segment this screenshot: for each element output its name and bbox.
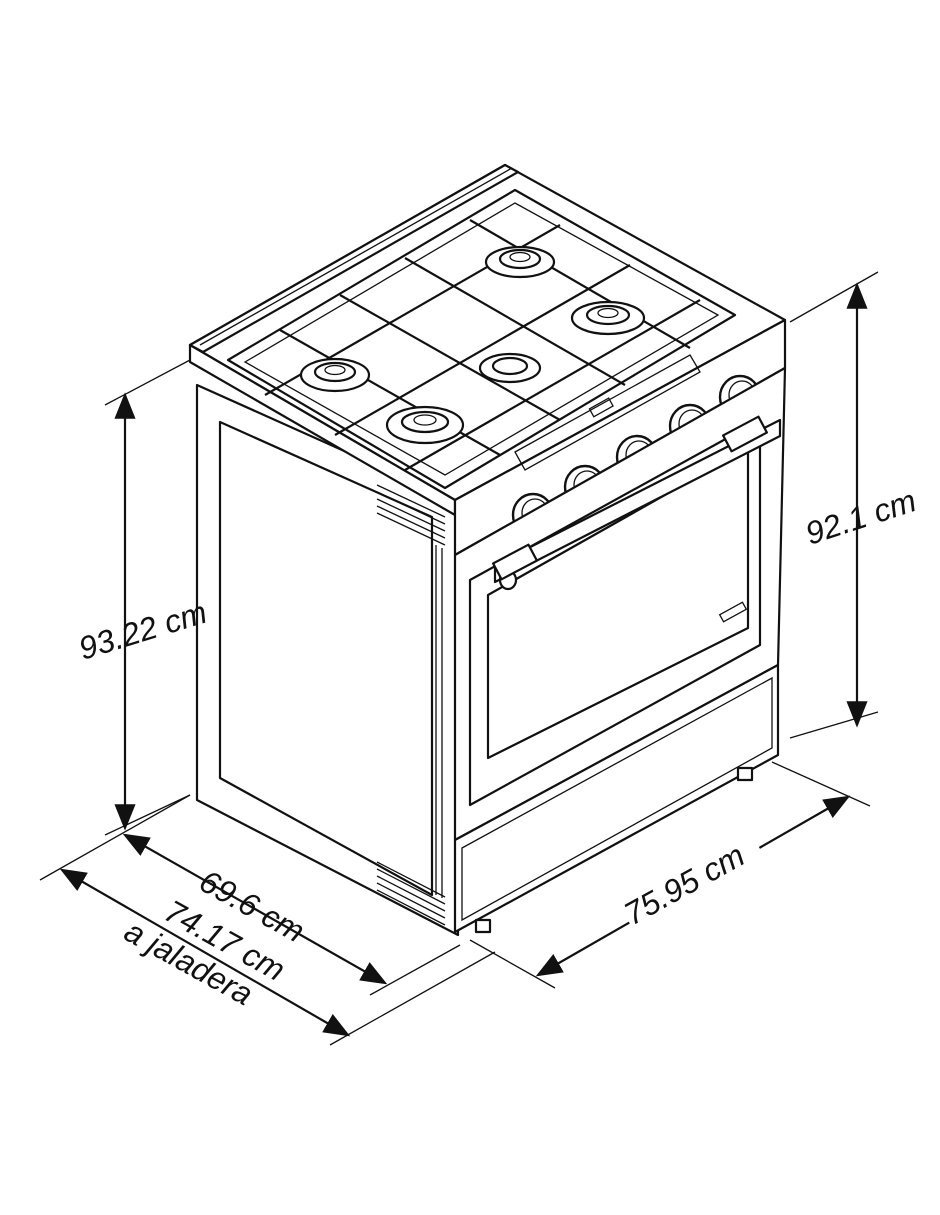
cooktop-height-label: 92.1 cm (801, 482, 920, 551)
grate-frame (226, 188, 737, 490)
overall-height-label: 93.22 cm (75, 594, 211, 667)
burner-middle (478, 352, 542, 384)
display-icon (588, 397, 614, 418)
burner-rear (484, 245, 556, 279)
range-foot (474, 918, 492, 934)
side-vent-bottom (376, 861, 446, 926)
burner-front-left (299, 357, 371, 393)
oven-door-handle (492, 415, 782, 591)
grate-bars (264, 219, 701, 471)
brand-badge (718, 601, 748, 623)
burner-front-center (385, 405, 465, 445)
display-window (514, 354, 701, 471)
oven-door-frame (468, 418, 762, 807)
grate-frame-inner (243, 202, 720, 476)
cooktop-height-dimension: 92.1 cm (789, 271, 920, 739)
side-vent-top (376, 484, 446, 546)
burner-right (570, 300, 646, 336)
overall-height-dimension: 93.22 cm (75, 359, 211, 836)
side-panel-inset (218, 420, 434, 897)
gas-range-drawing (188, 163, 787, 937)
range-foot (736, 766, 754, 782)
